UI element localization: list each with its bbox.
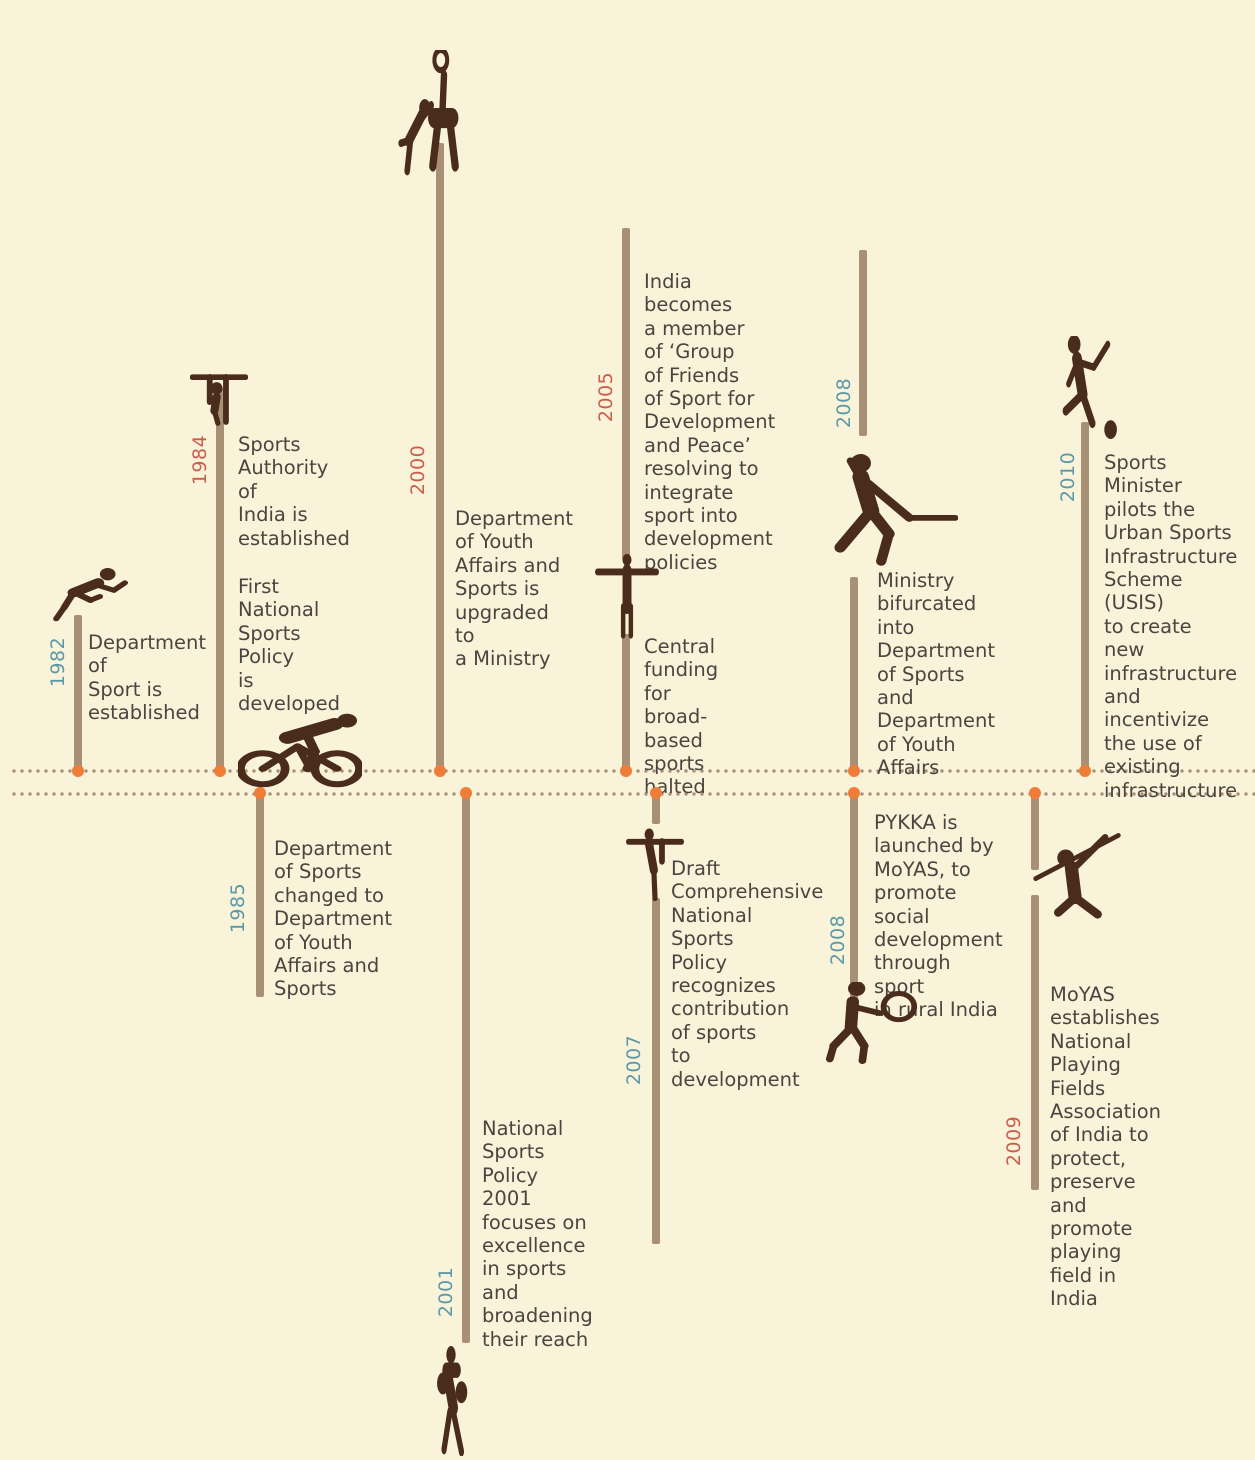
event-year-label: 2000 xyxy=(407,444,429,496)
event-description: Central funding for broad-based sports h… xyxy=(644,635,719,799)
tennis-player-icon xyxy=(824,981,920,1064)
event-year-label: 2001 xyxy=(435,1266,457,1318)
event-description: Department of Youth Affairs and Sports i… xyxy=(455,507,573,671)
basketball-icon xyxy=(396,46,476,176)
footballer-icon xyxy=(1056,334,1126,440)
event-year-label: 2008 xyxy=(827,914,849,966)
event-description: First National Sports Policy is develope… xyxy=(238,575,341,716)
timeline-stem xyxy=(622,228,630,560)
gymnast-icon xyxy=(189,366,249,428)
timeline-node xyxy=(460,787,472,799)
event-description: Sports Minister pilots the Urban Sports … xyxy=(1104,451,1238,802)
event-description: MoYAS establishes National Playing Field… xyxy=(1050,983,1162,1311)
timeline-node xyxy=(848,765,860,777)
timeline-stem xyxy=(850,794,858,1000)
runner-icon xyxy=(50,563,128,625)
timeline-stem xyxy=(652,898,660,1244)
timeline-axis-upper xyxy=(10,769,1255,773)
event-year-label: 2008 xyxy=(833,377,855,429)
event-description: India becomes a member of ‘Group of Frie… xyxy=(644,270,776,574)
timeline-node xyxy=(848,787,860,799)
timeline-node xyxy=(72,765,84,777)
event-description: PYKKA is launched by MoYAS, to promote s… xyxy=(874,811,1003,1022)
event-description: National Sports Policy 2001 focuses on e… xyxy=(482,1117,593,1351)
event-description: Draft Comprehensive National Sports Poli… xyxy=(671,857,824,1091)
timeline-stem xyxy=(1031,895,1039,1190)
timeline-stem xyxy=(652,794,660,824)
timeline-node xyxy=(620,765,632,777)
event-description: Ministry bifurcated into Department of S… xyxy=(877,569,995,780)
timeline-node xyxy=(1079,765,1091,777)
weightlifter-icon xyxy=(626,827,684,902)
timeline-stem xyxy=(256,794,264,997)
event-year-label: 2007 xyxy=(623,1034,645,1086)
event-year-label: 1982 xyxy=(47,636,69,688)
fencer-icon xyxy=(830,454,959,568)
event-year-label: 2009 xyxy=(1003,1115,1025,1167)
event-description: Department of Sport is established xyxy=(88,631,206,725)
timeline-stem xyxy=(1081,422,1089,772)
javelin-thrower-icon xyxy=(1030,826,1124,920)
timeline-node xyxy=(434,765,446,777)
timeline-node xyxy=(254,787,266,799)
event-year-label: 1985 xyxy=(227,882,249,934)
event-year-label: 1984 xyxy=(189,434,211,486)
event-year-label: 2005 xyxy=(595,371,617,423)
timeline-stem xyxy=(1031,794,1039,870)
timeline-node xyxy=(1029,787,1041,799)
timeline-stem xyxy=(216,388,224,772)
timeline-stem xyxy=(859,250,867,436)
timeline-node xyxy=(214,765,226,777)
timeline-stem xyxy=(436,143,444,772)
timeline-node xyxy=(650,787,662,799)
timeline-stem xyxy=(622,634,630,772)
timeline-axis-lower xyxy=(10,792,1255,796)
cyclist-icon xyxy=(236,712,364,798)
timeline-stem xyxy=(462,794,470,1343)
event-year-label: 2010 xyxy=(1057,451,1079,503)
timeline-stem xyxy=(74,615,82,772)
event-description: Department of Sports changed to Departme… xyxy=(274,837,392,1001)
event-description: Sports Authority of India is established xyxy=(238,433,350,550)
rings-gymnast-icon xyxy=(595,553,659,639)
boxer-icon xyxy=(422,1346,480,1457)
timeline-stem xyxy=(850,577,858,772)
